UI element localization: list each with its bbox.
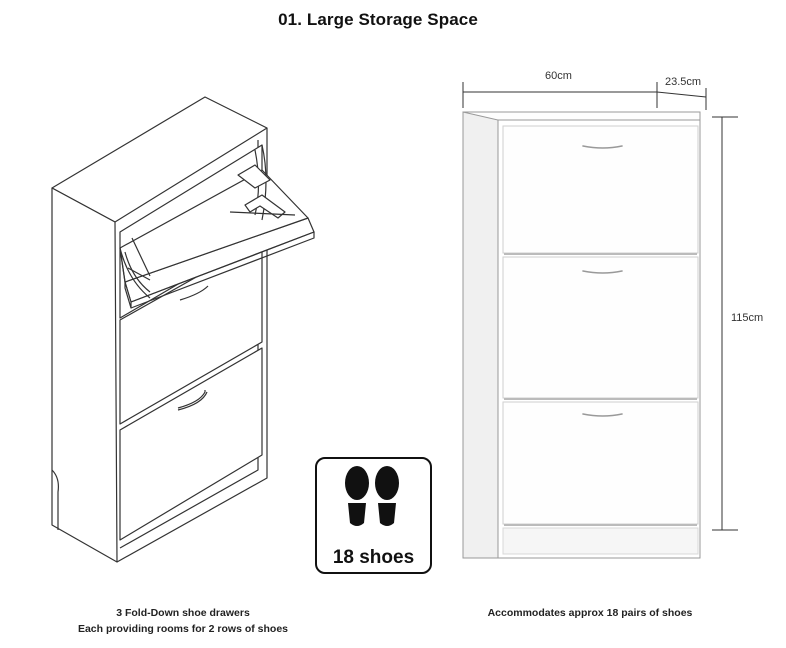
drawer-handle (582, 145, 623, 149)
shoe-prints-icon (345, 466, 399, 526)
open-cabinet-illustration (51, 96, 315, 563)
width-dimension-label: 60cm (545, 70, 572, 82)
drawers-caption: 3 Fold-Down shoe drawers Each providing … (38, 605, 328, 637)
drawer-handle (582, 413, 623, 417)
drawers-caption-line1: 3 Fold-Down shoe drawers (116, 607, 250, 619)
page-title: 01. Large Storage Space (278, 10, 478, 29)
height-dimension-label: 115cm (731, 312, 764, 324)
depth-dimension-label: 23.5cm (665, 76, 702, 88)
drawers-caption-line2: Each providing rooms for 2 rows of shoes (77, 623, 289, 635)
shoe-capacity-label: 18 shoes (332, 547, 415, 568)
capacity-caption: Accommodates approx 18 pairs of shoes (487, 607, 693, 619)
shoe-capacity-badge: 18 shoes (315, 457, 432, 574)
drawer-handle (582, 270, 623, 274)
